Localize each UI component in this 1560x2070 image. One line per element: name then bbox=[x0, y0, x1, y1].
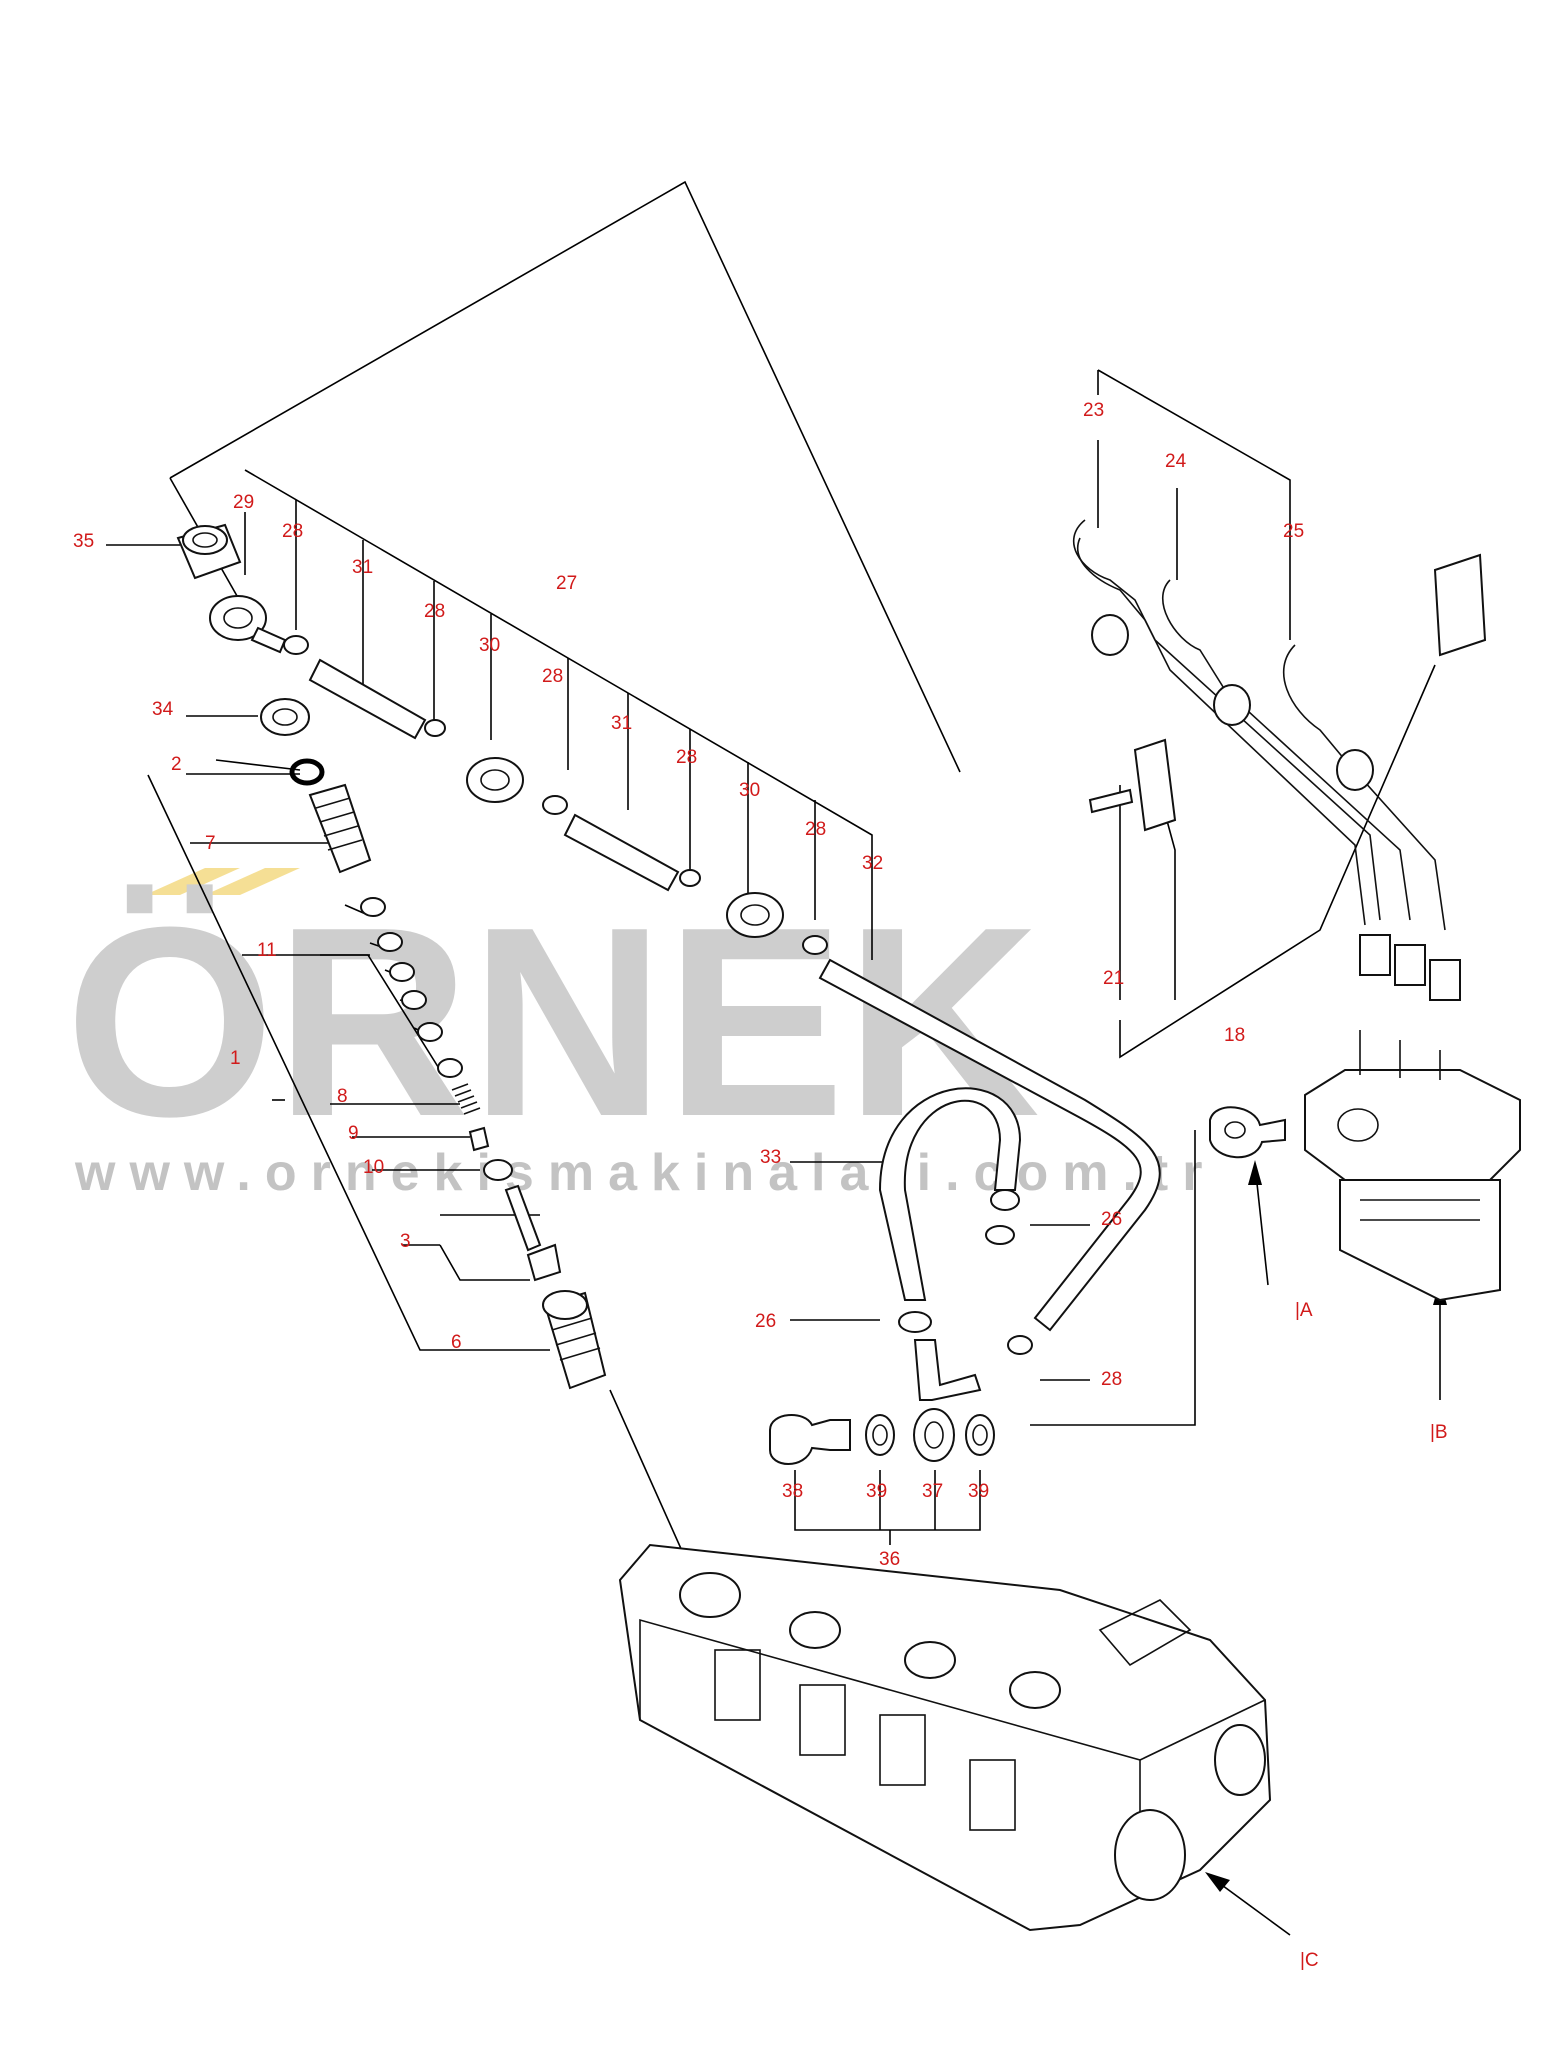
label-39b: 39 bbox=[968, 1481, 989, 1502]
cylinder-head bbox=[618, 1543, 1272, 1932]
label-31a: 31 bbox=[352, 557, 373, 578]
label-30b: 30 bbox=[739, 780, 760, 801]
label-27: 27 bbox=[556, 573, 577, 594]
label-6: 6 bbox=[451, 1332, 462, 1353]
label-28d: 28 bbox=[676, 747, 697, 768]
label-24: 24 bbox=[1165, 451, 1187, 472]
label-21: 21 bbox=[1103, 968, 1124, 989]
label-28f: 28 bbox=[1101, 1369, 1122, 1390]
label-26b: 26 bbox=[755, 1311, 776, 1332]
label-28a: 28 bbox=[282, 521, 303, 542]
parts bbox=[176, 519, 1521, 1932]
banjo-29 bbox=[209, 595, 287, 654]
ref-a: |A bbox=[1295, 1300, 1313, 1321]
label-38: 38 bbox=[782, 1481, 803, 1502]
label-8: 8 bbox=[337, 1086, 348, 1107]
injection-pump-18 bbox=[1304, 1030, 1521, 1302]
label-32: 32 bbox=[862, 853, 883, 874]
ref-b: |B bbox=[1430, 1422, 1448, 1443]
holder-6 bbox=[542, 1290, 607, 1390]
label-25: 25 bbox=[1283, 521, 1304, 542]
leader-lines bbox=[106, 180, 1447, 1936]
watermark-url: www.ornekismakinalari.com.tr bbox=[74, 1144, 1216, 1202]
label-10: 10 bbox=[363, 1157, 384, 1178]
label-3: 3 bbox=[400, 1231, 411, 1252]
label-18: 18 bbox=[1224, 1025, 1245, 1046]
label-26a: 26 bbox=[1101, 1209, 1122, 1230]
label-34: 34 bbox=[152, 699, 174, 720]
washer-34 bbox=[260, 698, 310, 736]
nut-35 bbox=[176, 523, 242, 580]
label-35: 35 bbox=[73, 531, 94, 552]
watermark-brand: ÖRNEK bbox=[65, 872, 1040, 1173]
label-2: 2 bbox=[171, 754, 182, 775]
label-39a: 39 bbox=[866, 1481, 887, 1502]
label-1: 1 bbox=[230, 1048, 241, 1069]
label-28e: 28 bbox=[805, 819, 826, 840]
label-11: 11 bbox=[257, 940, 277, 961]
label-33: 33 bbox=[760, 1147, 781, 1168]
label-28c: 28 bbox=[542, 666, 563, 687]
label-36: 36 bbox=[879, 1549, 900, 1570]
label-31b: 31 bbox=[611, 713, 632, 734]
watermark: ÖRNEK www.ornekismakinalari.com.tr bbox=[65, 868, 1216, 1202]
o-ring-2 bbox=[289, 758, 325, 786]
part-labels: 35 29 28 31 28 27 30 28 34 2 31 28 30 28… bbox=[73, 400, 1448, 1971]
label-9: 9 bbox=[348, 1123, 359, 1144]
label-29: 29 bbox=[233, 492, 254, 513]
nozzle-7 bbox=[308, 783, 372, 874]
label-7: 7 bbox=[205, 833, 216, 854]
label-28b: 28 bbox=[424, 601, 445, 622]
label-30a: 30 bbox=[479, 635, 500, 656]
ref-c: |C bbox=[1300, 1950, 1319, 1971]
label-23: 23 bbox=[1083, 400, 1104, 421]
label-37: 37 bbox=[922, 1481, 943, 1502]
